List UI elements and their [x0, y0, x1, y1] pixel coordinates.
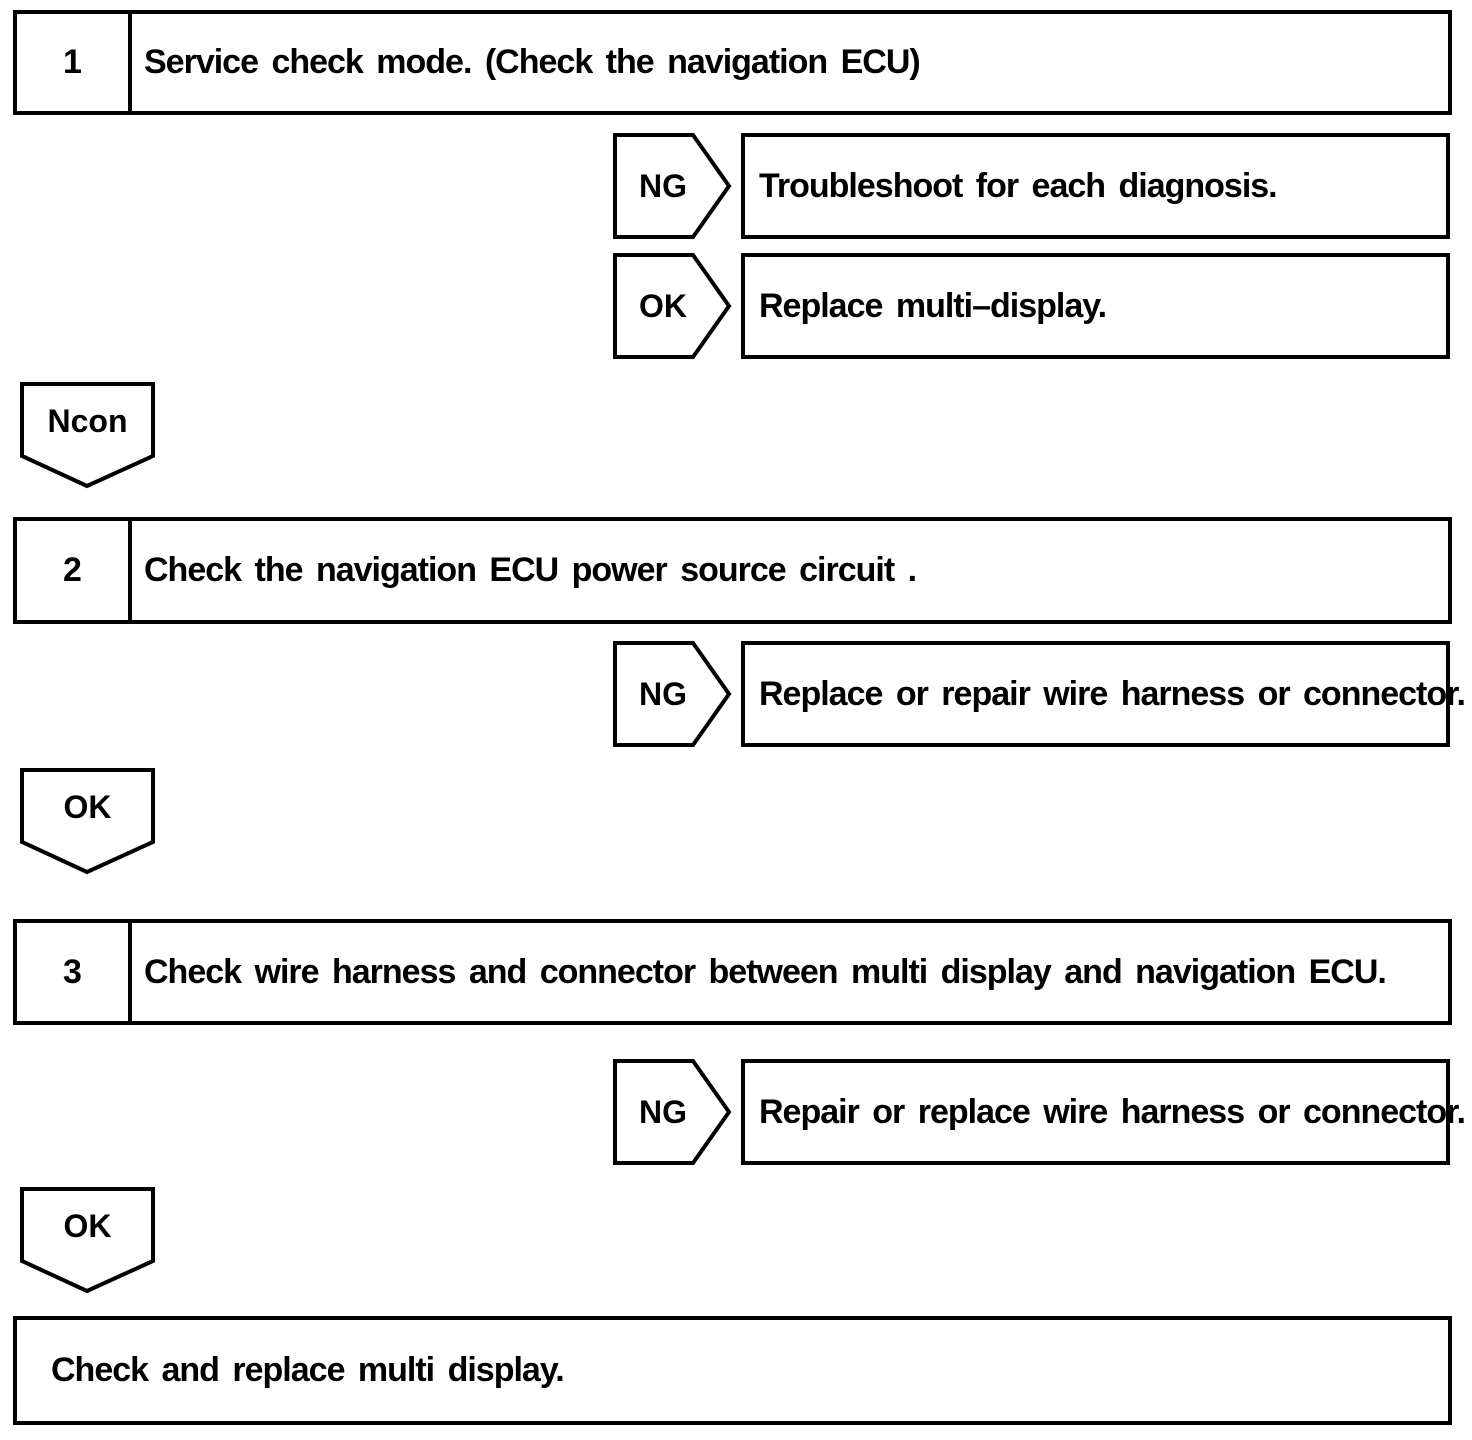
step-title: Service check mode. (Check the navigatio… [144, 43, 921, 81]
branch-tag-ng-3: NG [613, 1059, 732, 1169]
branch-tag-ng-2: NG [613, 641, 732, 751]
connector-label: OK [63, 788, 112, 825]
branch-tag-label: NG [639, 1093, 687, 1130]
right-arrow-icon [613, 253, 732, 359]
branch-tag-label: NG [639, 167, 687, 204]
down-banner-icon [20, 382, 155, 489]
right-arrow-icon [613, 133, 732, 239]
step-title: Check wire harness and connector between… [144, 952, 1387, 991]
step-number: 3 [17, 923, 132, 1021]
step-number: 1 [17, 14, 132, 111]
connector-ok-1: OK [20, 768, 155, 878]
step-title: Check the navigation ECU power source ci… [144, 551, 917, 589]
step-box-2: 2 Check the navigation ECU power source … [13, 517, 1452, 624]
connector-ok-2: OK [20, 1187, 155, 1297]
result-box: Check and replace multi display. [13, 1316, 1452, 1425]
down-banner-icon [20, 768, 155, 875]
connector-label: OK [63, 1207, 112, 1244]
down-banner-icon [20, 1187, 155, 1294]
branch-tag-ok-1: OK [613, 253, 732, 363]
step-box-1: 1 Service check mode. (Check the navigat… [13, 10, 1452, 115]
branch-action-box: Replace or repair wire harness or connec… [741, 641, 1466, 747]
branch-tag-ng-1: NG [613, 133, 732, 243]
step-box-3: 3 Check wire harness and connector betwe… [13, 919, 1452, 1025]
step-number: 2 [17, 521, 132, 620]
right-arrow-icon [613, 641, 732, 747]
branch-action-box: Troubleshoot for each diagnosis. [741, 133, 1450, 239]
connector-ncon: Ncon [20, 382, 155, 492]
branch-action-box: Replace multi–display. [741, 253, 1450, 359]
branch-tag-label: NG [639, 675, 687, 712]
branch-action-box: Repair or replace wire harness or connec… [741, 1059, 1466, 1165]
branch-tag-label: OK [639, 287, 687, 324]
right-arrow-icon [613, 1059, 732, 1165]
connector-label: Ncon [47, 402, 128, 439]
